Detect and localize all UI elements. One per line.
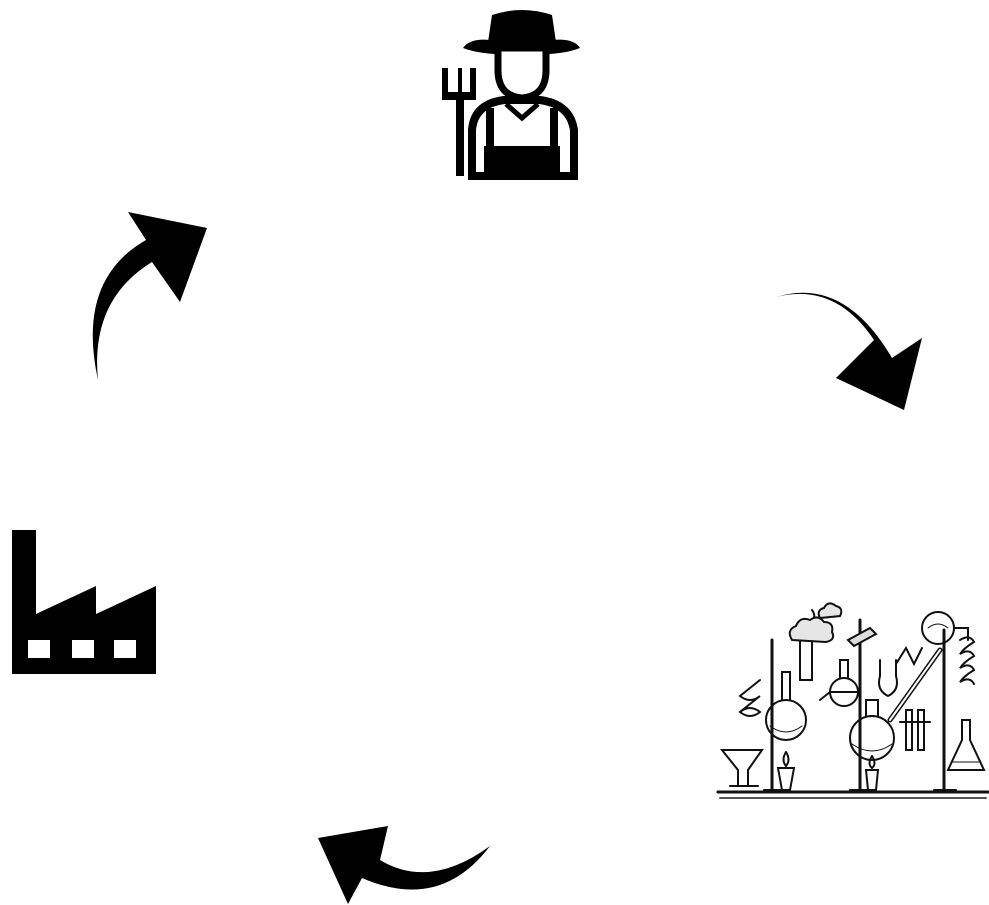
- factory-icon: [12, 530, 156, 674]
- curved-arrow-icon: [92, 212, 207, 380]
- curved-arrow-icon: [776, 292, 922, 410]
- laboratory-icon: [716, 602, 989, 799]
- farmer-icon: [442, 10, 580, 180]
- curved-arrow-icon: [318, 826, 490, 904]
